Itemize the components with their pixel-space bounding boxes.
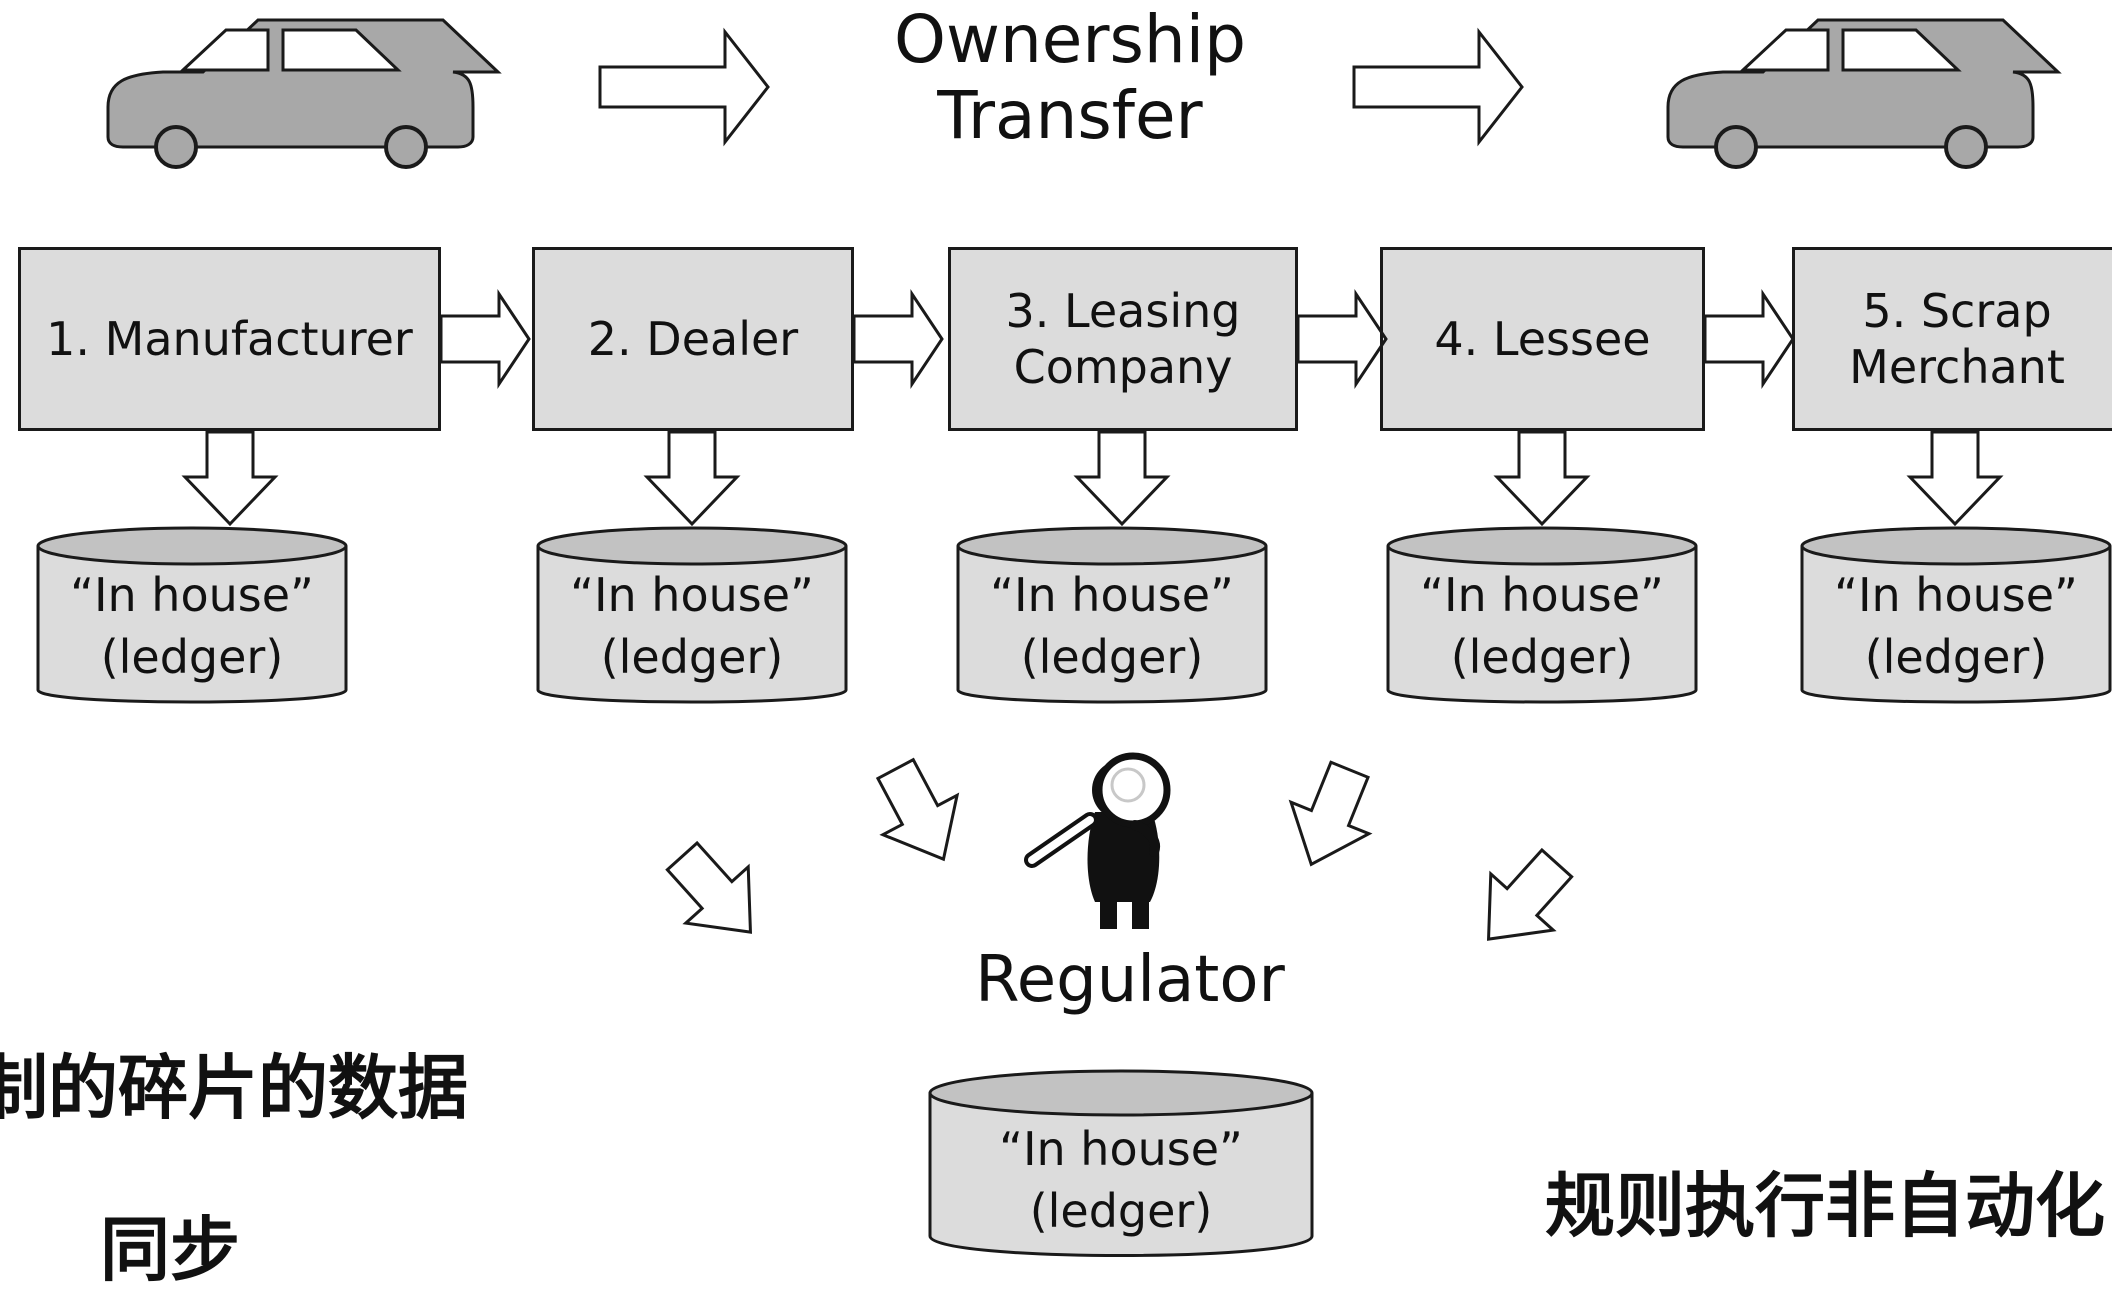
diagonal-arrow-icon xyxy=(649,826,784,962)
ledger-line-1: “In house” xyxy=(70,568,314,622)
diagonal-arrow-icon xyxy=(1455,833,1590,969)
ledger-line-2: (ledger) xyxy=(1029,1184,1213,1238)
participant-box-fill xyxy=(1792,247,2112,431)
participant-box-fill xyxy=(18,247,441,431)
participant-label: 3. Leasing Company xyxy=(1005,284,1241,394)
title-line-1: Ownership xyxy=(894,1,1246,78)
flow-arrow-icon xyxy=(439,292,531,386)
ledger-line-2: (ledger) xyxy=(100,630,284,684)
transfer-arrow-icon xyxy=(1352,30,1524,144)
down-arrow-icon xyxy=(645,430,739,526)
ledger-line-2: (ledger) xyxy=(1864,630,2048,684)
ledger-line-1: “In house” xyxy=(990,568,1234,622)
participant-box-leasing-company: 3. Leasing Company xyxy=(948,247,1298,431)
ledger-line-1: “In house” xyxy=(1420,568,1664,622)
flow-arrow-icon xyxy=(1703,292,1795,386)
participant-box-scrap-merchant: 5. Scrap Merchant xyxy=(1792,247,2112,431)
car-icon xyxy=(106,18,500,169)
down-arrow-icon xyxy=(1908,430,2002,526)
title-line-2: Transfer xyxy=(937,77,1203,154)
flow-arrow-icon xyxy=(852,292,944,386)
ledger-label: “In house” (ledger) xyxy=(38,556,346,696)
ledger-label: “In house” (ledger) xyxy=(1802,556,2110,696)
ledger-line-2: (ledger) xyxy=(1020,630,1204,684)
ledger-line-1: “In house” xyxy=(999,1122,1243,1176)
participant-box-fill xyxy=(1380,247,1705,431)
flow-arrow-icon xyxy=(1296,292,1388,386)
participant-box-lessee: 4. Lessee xyxy=(1380,247,1705,431)
participant-label: 5. Scrap Merchant xyxy=(1849,284,2065,394)
annotation-left-line-2: 同步 xyxy=(100,1209,240,1291)
car-icon xyxy=(1666,18,2060,169)
regulator-database-cylinder-icon xyxy=(928,1069,1314,1257)
participant-label: 4. Lessee xyxy=(1434,312,1651,366)
down-arrow-icon xyxy=(1075,430,1169,526)
participant-box-manufacturer: 1. Manufacturer xyxy=(18,247,441,431)
regulator-label: Regulator xyxy=(975,943,1285,1017)
ledger-line-2: (ledger) xyxy=(1450,630,1634,684)
down-arrow-icon xyxy=(183,430,277,526)
ledger-label: “In house” (ledger) xyxy=(1388,556,1696,696)
ledger-label: “In house” (ledger) xyxy=(958,556,1266,696)
participant-label: 1. Manufacturer xyxy=(46,312,413,366)
diagram-title: Ownership Transfer xyxy=(870,2,1270,154)
diagonal-arrow-icon xyxy=(1270,752,1390,882)
ledger-line-1: “In house” xyxy=(570,568,814,622)
regulator-magnifier-icon xyxy=(1024,752,1171,929)
transfer-arrow-icon xyxy=(598,30,770,144)
ledger-line-2: (ledger) xyxy=(600,630,784,684)
diagonal-arrow-icon xyxy=(857,747,983,881)
ledger-label: “In house” (ledger) xyxy=(538,556,846,696)
regulator-ledger-label: “In house” (ledger) xyxy=(930,1115,1312,1245)
annotation-right-line-1: 规则执行非自动化 xyxy=(1545,1165,2105,1247)
annotation-left-line-1: 制的碎片的数据 xyxy=(0,1047,468,1129)
participant-box-fill xyxy=(948,247,1298,431)
ledger-line-1: “In house” xyxy=(1834,568,2078,622)
participant-label: 2. Dealer xyxy=(587,312,799,366)
participant-box-dealer: 2. Dealer xyxy=(532,247,854,431)
participant-box-fill xyxy=(532,247,854,431)
down-arrow-icon xyxy=(1495,430,1589,526)
diagram-graphics xyxy=(18,18,2112,1257)
